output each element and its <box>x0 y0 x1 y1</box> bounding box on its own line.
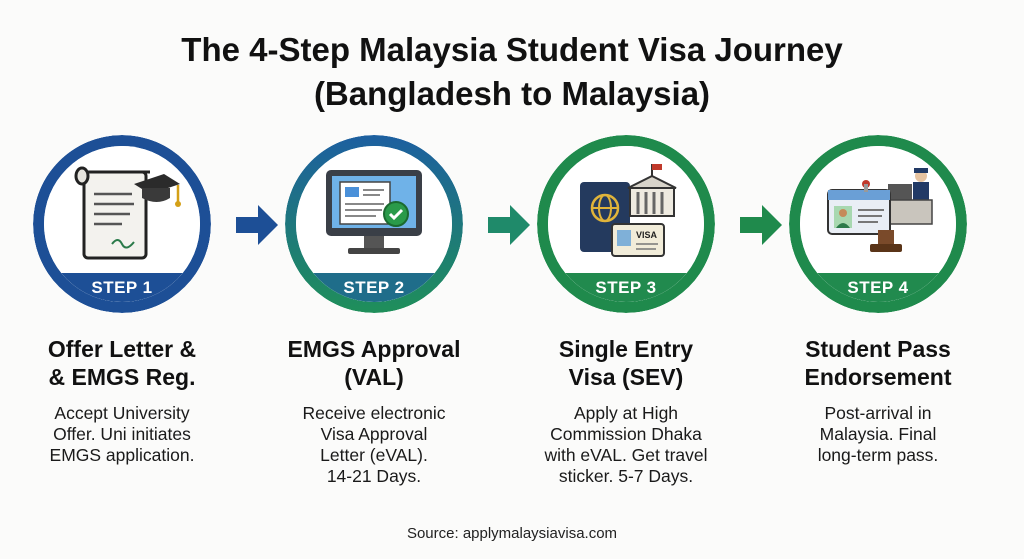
arrow-right-icon <box>236 205 278 245</box>
step-2-circle: STEP 2 <box>285 135 463 313</box>
source-credit: Source: applymalaysiavisa.com <box>406 525 618 542</box>
step-4-badge: STEP 4 <box>800 273 956 302</box>
step-3-badge: STEP 3 <box>548 273 704 302</box>
computer-approval-icon <box>326 170 422 254</box>
step-4-description: Post-arrival in Malaysia. Final long-ter… <box>817 403 939 465</box>
step-4-heading: Student Pass Endorsement <box>804 336 952 390</box>
passport-visa-icon: VISA <box>580 164 677 257</box>
scroll-graduation-cap-icon <box>74 166 181 260</box>
svg-text:VISA: VISA <box>636 230 658 240</box>
step-1-heading: Offer Letter & & EMGS Reg. <box>47 336 197 390</box>
step-1-circle: STEP 1 <box>33 135 211 313</box>
step-2-badge: STEP 2 <box>296 273 452 302</box>
step-2-description: Receive electronic Visa Approval Letter … <box>302 403 446 486</box>
step-4-circle: STEP 4 <box>789 135 967 313</box>
step-2-heading: EMGS Approval (VAL) <box>287 336 461 390</box>
arrow-right-icon <box>740 205 782 245</box>
arrow-right-icon <box>488 205 530 245</box>
page-title: The 4-Step Malaysia Student Visa Journey… <box>0 28 1024 116</box>
id-card-stamp-icon <box>827 168 933 252</box>
title-line-2: (Bangladesh to Malaysia) <box>313 75 711 112</box>
step-1-description: Accept University Offer. Uni initiates E… <box>49 403 195 465</box>
step-3-circle: VISA STEP 3 <box>537 135 715 313</box>
step-1-badge: STEP 1 <box>44 273 200 302</box>
step-3-description: Apply at High Commission Dhaka with eVAL… <box>544 403 708 486</box>
title-line-1: The 4-Step Malaysia Student Visa Journey <box>181 31 843 68</box>
step-3-heading: Single Entry Visa (SEV) <box>558 336 694 390</box>
